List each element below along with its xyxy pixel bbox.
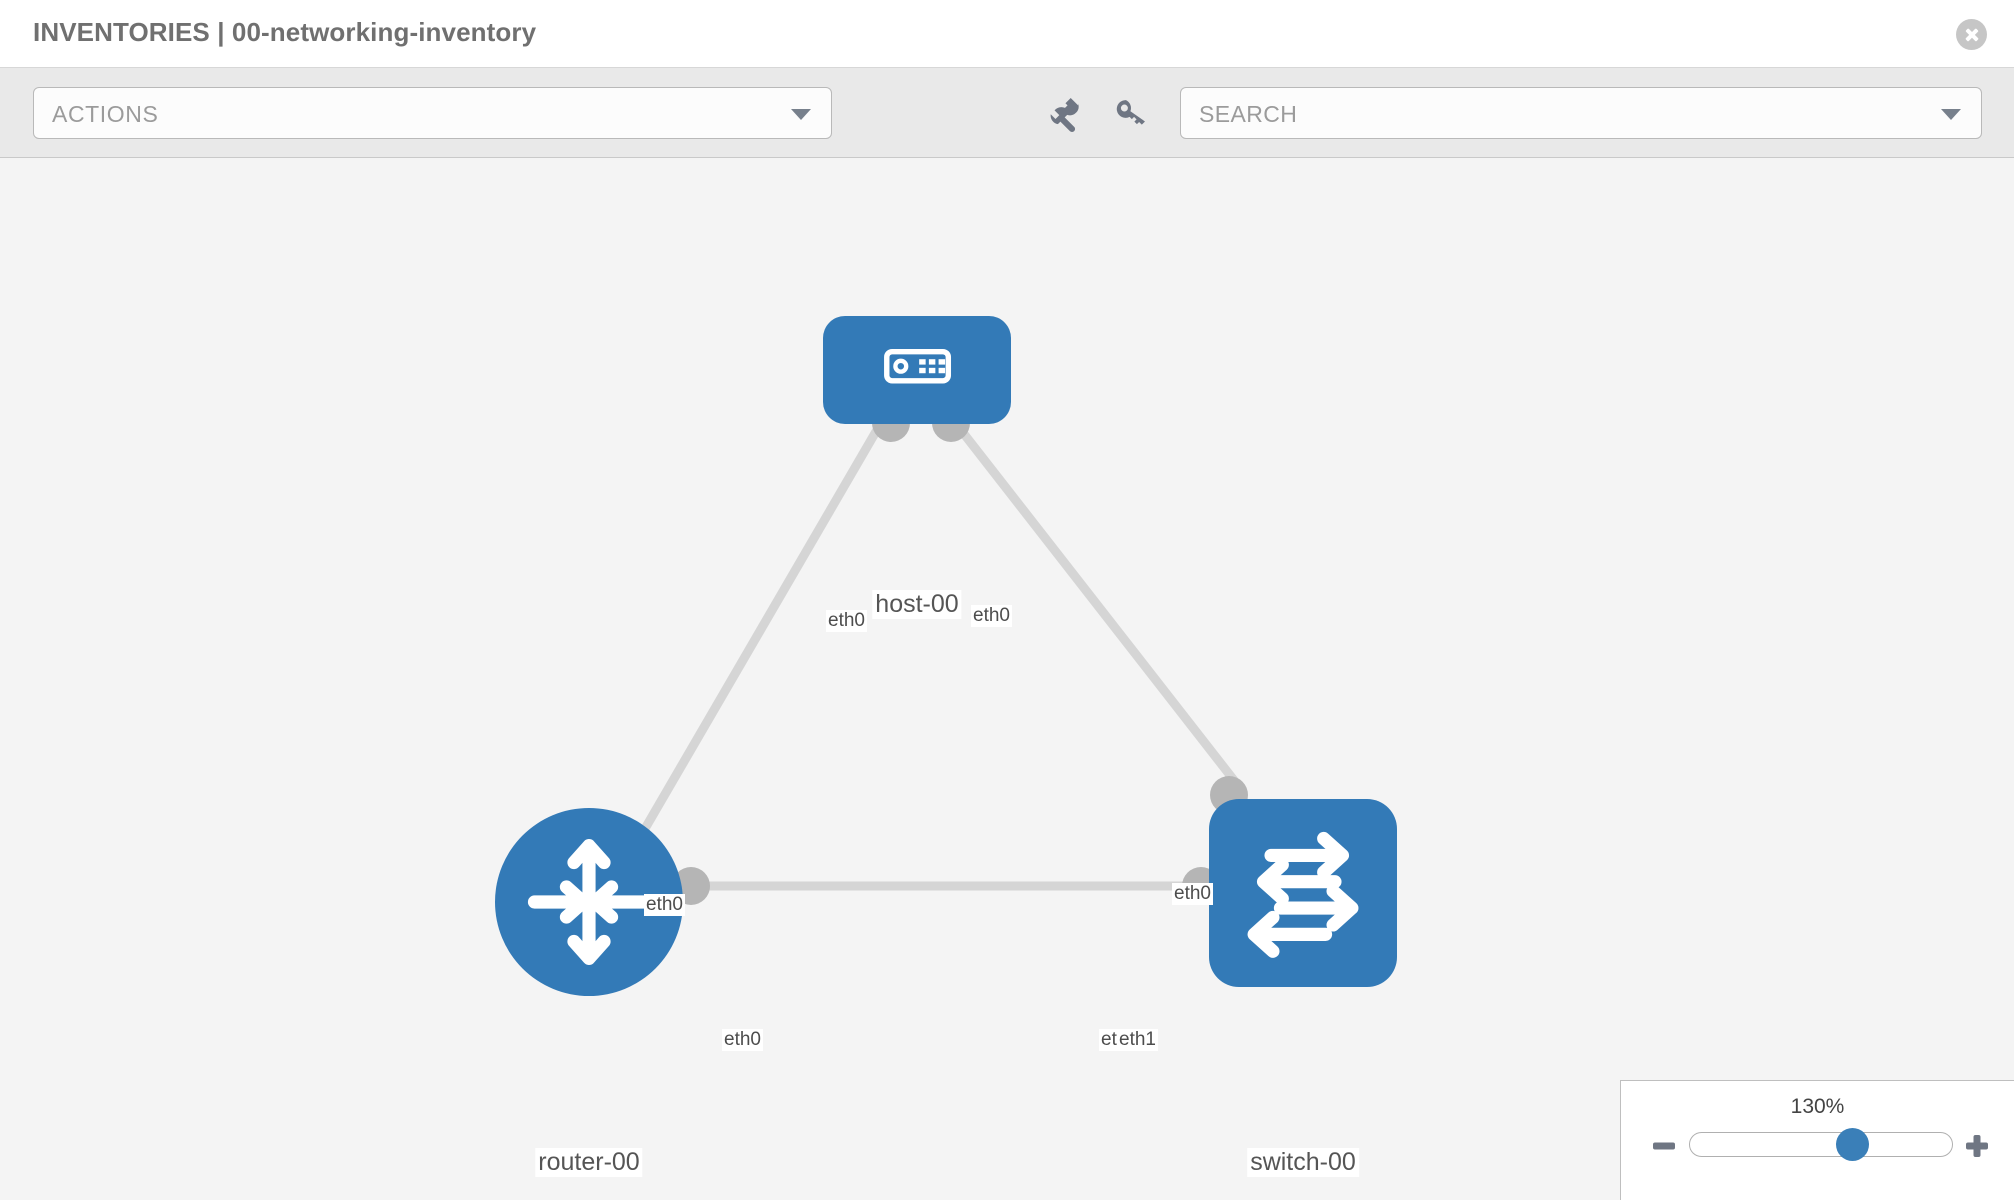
node-label-host-00: host-00 [872, 590, 962, 619]
topology-links [621, 413, 1244, 891]
node-shape [1209, 799, 1397, 987]
chevron-down-icon [791, 109, 811, 120]
zoom-slider-thumb[interactable] [1836, 1128, 1869, 1161]
actions-dropdown[interactable]: ACTIONS [33, 87, 832, 139]
server-icon [884, 348, 952, 384]
node-host-00[interactable] [823, 316, 1011, 424]
iface-label: eth0 [1172, 883, 1213, 905]
chevron-down-icon[interactable] [1941, 109, 1961, 120]
iface-label: eth0 [826, 610, 867, 632]
key-icon[interactable] [1113, 96, 1151, 134]
search-input[interactable]: SEARCH [1180, 87, 1982, 139]
page-title: INVENTORIES | 00-networking-inventory [33, 17, 537, 47]
iface-label: eth0 [971, 605, 1012, 627]
zoom-slider[interactable] [1689, 1128, 1953, 1161]
node-shape [495, 808, 683, 996]
plus-icon[interactable] [1962, 1131, 1992, 1161]
search-placeholder: SEARCH [1199, 101, 1298, 127]
topology-canvas[interactable]: host-00 [0, 158, 2014, 1200]
close-icon[interactable] [1956, 19, 1987, 50]
zoom-level-label: 130% [1790, 1095, 1845, 1118]
toolbar: ACTIONS SEARCH [0, 68, 2014, 158]
node-router-00[interactable] [495, 808, 683, 996]
switch-arrows-icon [1247, 831, 1359, 958]
router-arrows-icon [527, 839, 651, 965]
wrench-icon[interactable] [1046, 96, 1084, 134]
actions-dropdown-label: ACTIONS [52, 101, 159, 127]
iface-label: eth0 [644, 894, 685, 916]
page-header: INVENTORIES | 00-networking-inventory [0, 0, 2014, 68]
node-label-router-00: router-00 [535, 1148, 643, 1177]
link-host-switch [946, 413, 1244, 791]
zoom-control-panel: 130% [1620, 1080, 2014, 1200]
node-switch-00[interactable] [1209, 799, 1397, 987]
minus-icon[interactable] [1649, 1131, 1679, 1161]
iface-label: eth1 [1117, 1029, 1158, 1051]
node-shape [823, 316, 1011, 424]
iface-label: eth0 [722, 1029, 763, 1051]
node-label-switch-00: switch-00 [1247, 1148, 1359, 1177]
link-host-router [621, 413, 889, 866]
